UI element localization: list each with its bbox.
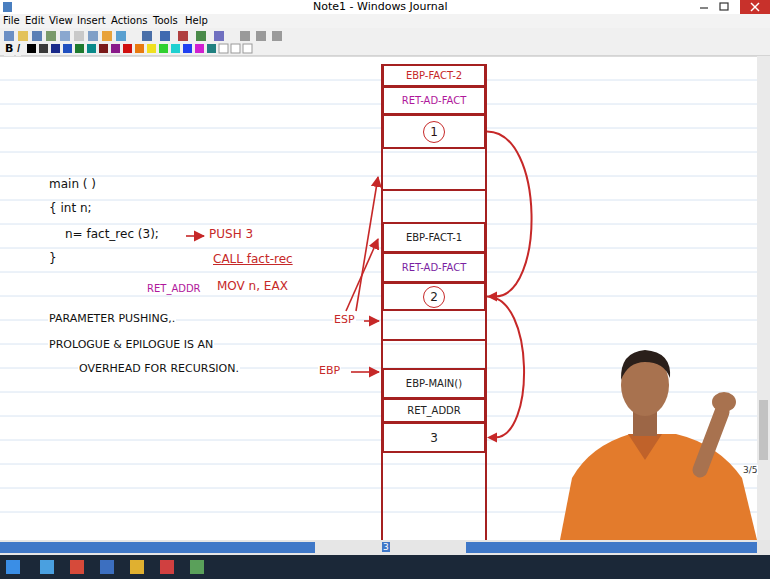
slot-text: RET_ADDR [407, 405, 461, 416]
stack-slot: 3 [382, 422, 486, 453]
frame-pointer-arrow [487, 297, 524, 443]
asm-note: PUSH 3 [208, 228, 254, 242]
code-line: main ( ) [48, 178, 97, 192]
menu-item: Edit [24, 15, 45, 27]
stack-slot-circled: 2 [382, 282, 486, 311]
menu-item: Insert [76, 15, 107, 27]
register-label: ESP [333, 314, 356, 327]
minimize-icon [700, 7, 708, 8]
asm-note: MOV n, EAX [216, 280, 289, 294]
slot-text: RET-AD-FACT [402, 262, 467, 273]
toolbar-button: I [16, 43, 21, 56]
stack-slot: EBP-MAIN() [382, 368, 486, 399]
callout-number: 1 [423, 121, 445, 143]
page-number: 3 [382, 542, 390, 552]
close-icon [751, 3, 759, 11]
close-button [740, 0, 770, 14]
taskbar [0, 555, 770, 579]
toolbar-border [0, 56, 770, 57]
title-bar [0, 0, 770, 14]
return-address-note: RET_ADDR [146, 283, 202, 295]
app-icon [3, 2, 12, 12]
stack-slot: RET-AD-FACT [382, 86, 486, 115]
frame-pointer-arrow [487, 132, 532, 302]
ruled-lines [0, 80, 757, 512]
toolbar [0, 28, 770, 56]
menu-item: View [48, 15, 74, 27]
menu-bar [0, 14, 770, 28]
menu-item: Help [184, 15, 209, 27]
window-title: Note1 - Windows Journal [312, 1, 449, 14]
presenter-figure [560, 350, 757, 540]
toolbar-icons [4, 31, 282, 41]
menu-item: Actions [110, 15, 149, 27]
maximize-icon [720, 3, 728, 10]
register-label: EBP [318, 365, 341, 378]
vertical-scrollbar [757, 56, 770, 540]
handwritten-note: OVERHEAD FOR RECURSION. [78, 363, 240, 376]
slot-text: RET-AD-FACT [402, 95, 467, 106]
taskbar-icons [6, 560, 204, 574]
slot-text: 3 [430, 431, 438, 445]
scroll-thumb [759, 400, 768, 460]
stack-slot: RET-AD-FACT [382, 252, 486, 283]
code-line: { int n; [48, 202, 93, 216]
pointer-leader [186, 177, 379, 372]
stack-column [382, 64, 486, 540]
stack-slot: EBP-FACT-2 [382, 64, 486, 87]
code-line: } [48, 252, 58, 266]
code-line: n= fact_rec (3); [64, 228, 160, 242]
stack-slot-circled: 1 [382, 114, 486, 149]
slot-text: EBP-MAIN() [406, 378, 462, 389]
scroll-thumb [466, 542, 757, 553]
color-palette [27, 44, 252, 53]
horizontal-scrollbar [0, 540, 770, 555]
menu-item: Tools [152, 15, 179, 27]
stack-slot: EBP-FACT-1 [382, 222, 486, 253]
stack-slot: RET_ADDR [382, 398, 486, 423]
handwritten-note: PROLOGUE & EPILOGUE IS AN [48, 339, 214, 352]
menu-item: File [2, 15, 21, 27]
callout-number: 2 [423, 286, 445, 308]
page-counter: 3/5 [742, 465, 758, 475]
toolbar-button: B [4, 43, 14, 56]
scroll-thumb [0, 542, 315, 553]
asm-note: CALL fact-rec [212, 253, 294, 267]
close-icon [751, 3, 759, 11]
handwritten-note: PARAMETER PUSHING,. [48, 313, 176, 326]
slot-text: EBP-FACT-2 [406, 70, 462, 81]
slot-text: EBP-FACT-1 [406, 232, 462, 243]
